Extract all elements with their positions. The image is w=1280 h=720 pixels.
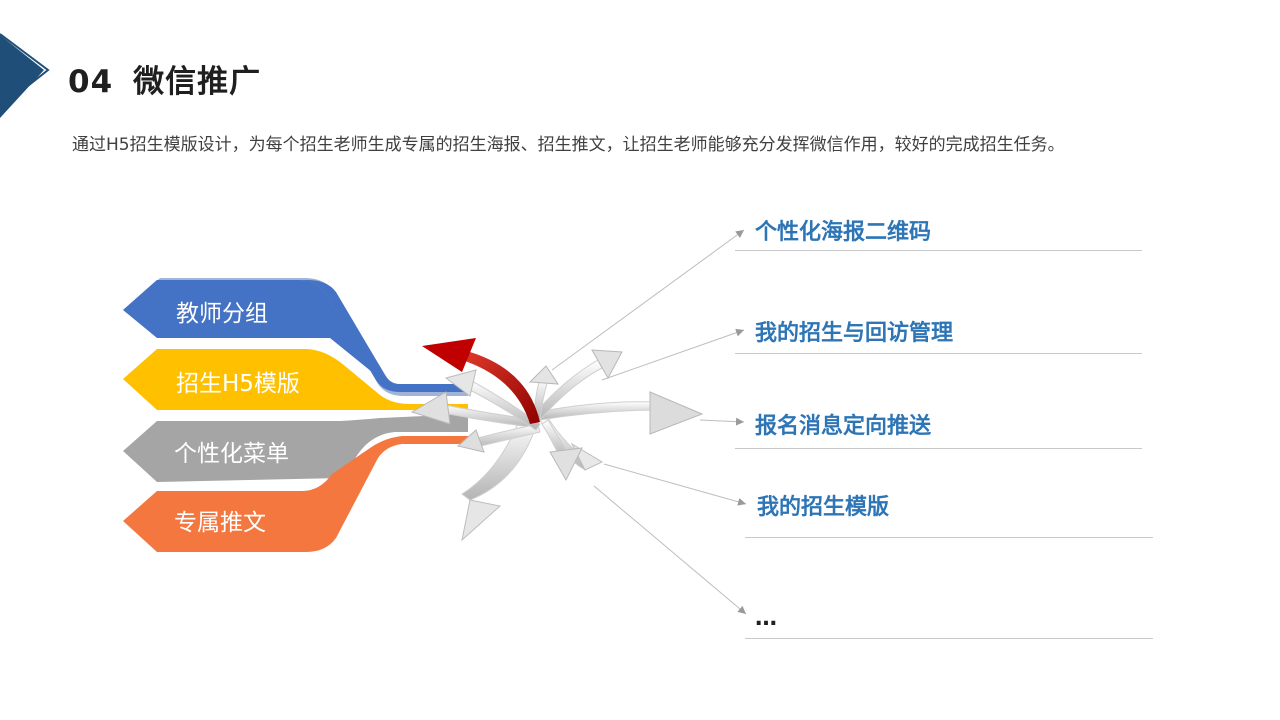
red-arrow-icon <box>422 338 540 424</box>
right-item-message-push: 报名消息定向推送 <box>755 414 932 439</box>
connector-line-3 <box>699 417 745 426</box>
right-item-poster-qrcode: 个性化海报二维码 <box>755 220 932 245</box>
section-title: 微信推广 <box>133 64 262 100</box>
right-item-my-template: 我的招生模版 <box>757 495 890 520</box>
ribbon-exclusive-post <box>123 436 468 552</box>
left-item-personal-menu: 个性化菜单 <box>174 441 289 467</box>
divider <box>745 537 1153 538</box>
left-item-h5-template: 招生H5模版 <box>176 371 300 397</box>
connector-line-1 <box>551 229 745 371</box>
connector-line-2 <box>601 328 745 381</box>
arrow-hub-icon <box>410 349 704 542</box>
left-item-teacher-group: 教师分组 <box>176 301 268 327</box>
divider <box>735 250 1142 251</box>
ribbon-personal-menu <box>123 414 468 482</box>
left-item-exclusive-post: 专属推文 <box>174 510 266 536</box>
connector-line-5 <box>593 485 747 615</box>
corner-triangle-icon <box>0 33 50 118</box>
divider <box>735 448 1142 449</box>
divider <box>745 638 1153 639</box>
divider <box>735 353 1142 354</box>
page-description: 通过H5招生模版设计，为每个招生老师生成专属的招生海报、招生推文，让招生老师能够… <box>72 135 1065 155</box>
page-title: 04 微信推广 <box>68 56 261 101</box>
right-item-enrollment-management: 我的招生与回访管理 <box>755 321 954 346</box>
ribbon-h5-template <box>123 349 468 410</box>
right-item-more: … <box>755 606 777 631</box>
section-number: 04 <box>68 64 114 100</box>
connector-line-4 <box>603 463 747 506</box>
